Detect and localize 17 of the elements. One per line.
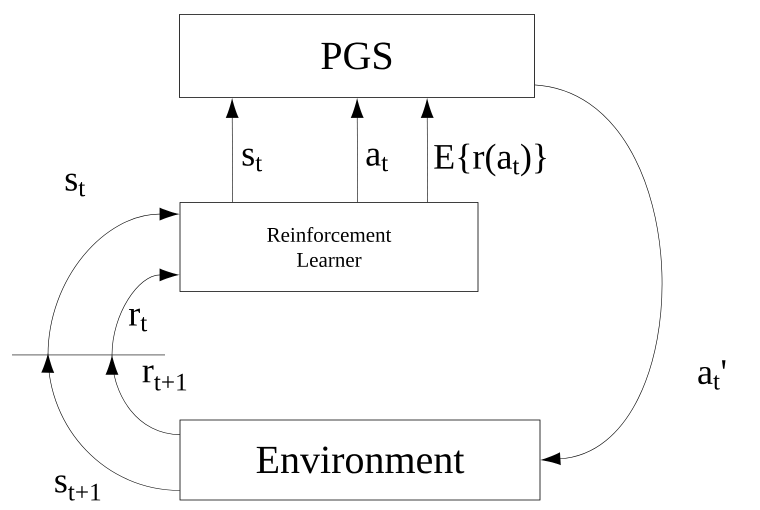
arrow bbox=[106, 268, 180, 435]
edge-label: a$_{t}$' bbox=[698, 360, 726, 390]
process-box: PGS bbox=[179, 14, 535, 98]
edge-label: s$_{t}$ bbox=[66, 174, 86, 196]
arrow bbox=[350, 99, 364, 202]
signal-label: s$_{t+1}$ bbox=[55, 475, 100, 501]
edge-label: a$_{t}$ bbox=[366, 148, 388, 172]
arrow bbox=[226, 99, 239, 202]
arrow bbox=[420, 99, 434, 202]
process-box: Environment bbox=[180, 420, 540, 500]
edge-label: r$_{t}$ bbox=[128, 308, 148, 332]
edge-label: s$_{t}$ bbox=[242, 148, 262, 172]
edge-label: E{r(a$_{t}$)} bbox=[434, 144, 546, 176]
process-box: Reinforcement Learner bbox=[180, 202, 478, 292]
signal-label: r$_{t+1}$ bbox=[142, 365, 186, 391]
arrow bbox=[534, 84, 662, 466]
arrow bbox=[41, 208, 180, 491]
